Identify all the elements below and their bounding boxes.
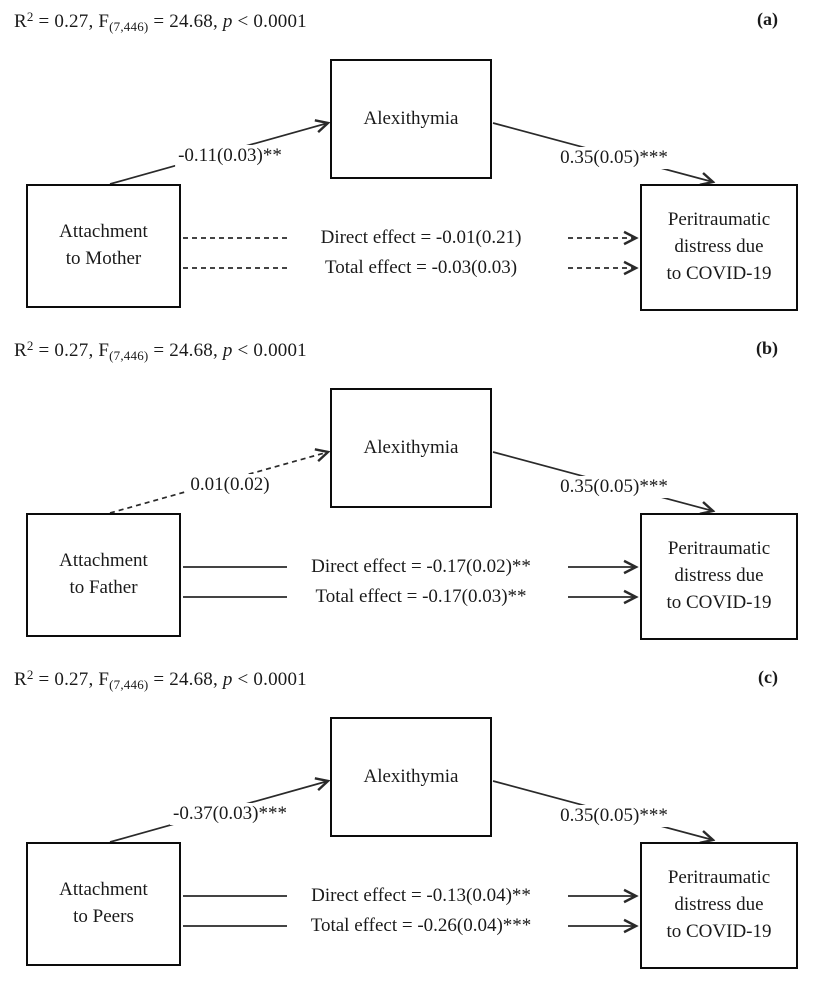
panel-c: R2 = 0.27, F(7,446) = 24.68, p < 0.0001 … xyxy=(0,658,822,987)
direct-effect-label: Direct effect = -0.01(0.21) xyxy=(316,227,526,249)
mediator-label: Alexithymia xyxy=(363,436,459,458)
predictor-label-line2: to Peers xyxy=(73,906,134,927)
outcome-label-line2: distress due xyxy=(674,565,764,587)
total-effect-label: Total effect = -0.17(0.03)** xyxy=(311,586,531,608)
total-effect-label: Total effect = -0.26(0.04)*** xyxy=(306,915,536,937)
outcome-label-line2: distress due xyxy=(674,236,764,258)
outcome-label-line1: Peritraumatic xyxy=(667,209,771,231)
outcome-box: Peritraumatic distress due to COVID-19 xyxy=(640,184,798,311)
stats-f-subscript: (7,446) xyxy=(109,19,149,34)
mediator-label: Alexithymia xyxy=(363,765,459,787)
stats-segment: < 0.0001 xyxy=(232,340,307,361)
panel-label: (a) xyxy=(757,9,778,29)
path-a-coefficient: -0.37(0.03)*** xyxy=(170,803,290,825)
path-a-coefficient: -0.11(0.03)** xyxy=(175,145,285,167)
predictor-box: Attachment to Father xyxy=(26,513,181,637)
direct-effect-label: Direct effect = -0.17(0.02)** xyxy=(307,556,535,578)
stats-r-superscript: 2 xyxy=(26,338,34,353)
stats-r: R xyxy=(14,11,27,32)
model-fit-stats: R2 = 0.27, F(7,446) = 24.68, p < 0.0001 xyxy=(14,9,307,35)
stats-segment: = 0.27, F xyxy=(33,669,110,690)
path-a-line xyxy=(109,452,328,514)
stats-r: R xyxy=(14,340,27,361)
outcome-label-line3: to COVID-19 xyxy=(666,591,772,613)
predictor-label-line1: Attachment xyxy=(59,879,148,901)
outcome-label-line3: to COVID-19 xyxy=(666,920,772,942)
stats-segment: < 0.0001 xyxy=(232,669,307,690)
predictor-label-line1: Attachment xyxy=(59,550,148,572)
stats-segment: = 0.27, F xyxy=(33,11,110,32)
stats-r-superscript: 2 xyxy=(26,9,34,24)
outcome-box: Peritraumatic distress due to COVID-19 xyxy=(640,513,798,640)
panel-label: (c) xyxy=(758,667,778,687)
predictor-box: Attachment to Peers xyxy=(26,842,181,966)
path-b-coefficient: 0.35(0.05)*** xyxy=(557,147,671,169)
stats-segment: = 24.68, xyxy=(148,11,223,32)
outcome-box: Peritraumatic distress due to COVID-19 xyxy=(640,842,798,969)
stats-segment: = 24.68, xyxy=(148,669,223,690)
mediator-box: Alexithymia xyxy=(330,388,492,508)
path-b-coefficient: 0.35(0.05)*** xyxy=(557,476,671,498)
stats-p: p xyxy=(222,340,233,361)
stats-f-subscript: (7,446) xyxy=(109,677,149,692)
stats-f-subscript: (7,446) xyxy=(109,348,149,363)
stats-r: R xyxy=(14,669,27,690)
panel-b: R2 = 0.27, F(7,446) = 24.68, p < 0.0001 … xyxy=(0,329,822,658)
model-fit-stats: R2 = 0.27, F(7,446) = 24.68, p < 0.0001 xyxy=(14,667,307,693)
path-b-coefficient: 0.35(0.05)*** xyxy=(557,805,671,827)
stats-r-superscript: 2 xyxy=(26,667,34,682)
panel-label: (b) xyxy=(756,338,778,358)
stats-segment: = 24.68, xyxy=(148,340,223,361)
outcome-label-line1: Peritraumatic xyxy=(667,867,771,889)
stats-p: p xyxy=(222,11,233,32)
mediator-box: Alexithymia xyxy=(330,59,492,179)
outcome-label-line1: Peritraumatic xyxy=(667,538,771,560)
panel-a: R2 = 0.27, F(7,446) = 24.68, p < 0.0001 … xyxy=(0,0,822,329)
mediator-box: Alexithymia xyxy=(330,717,492,837)
path-a-coefficient: 0.01(0.02) xyxy=(187,474,273,496)
outcome-label-line2: distress due xyxy=(674,894,764,916)
predictor-label-line2: to Father xyxy=(69,577,138,598)
outcome-label-line3: to COVID-19 xyxy=(666,262,772,284)
mediator-label: Alexithymia xyxy=(363,107,459,129)
stats-segment: < 0.0001 xyxy=(232,11,307,32)
total-effect-label: Total effect = -0.03(0.03) xyxy=(320,257,522,279)
predictor-label-line2: to Mother xyxy=(65,248,142,269)
predictor-box: Attachment to Mother xyxy=(26,184,181,308)
stats-segment: = 0.27, F xyxy=(33,340,110,361)
stats-p: p xyxy=(222,669,233,690)
direct-effect-label: Direct effect = -0.13(0.04)** xyxy=(307,885,535,907)
predictor-label-line1: Attachment xyxy=(59,221,148,243)
model-fit-stats: R2 = 0.27, F(7,446) = 24.68, p < 0.0001 xyxy=(14,338,307,364)
